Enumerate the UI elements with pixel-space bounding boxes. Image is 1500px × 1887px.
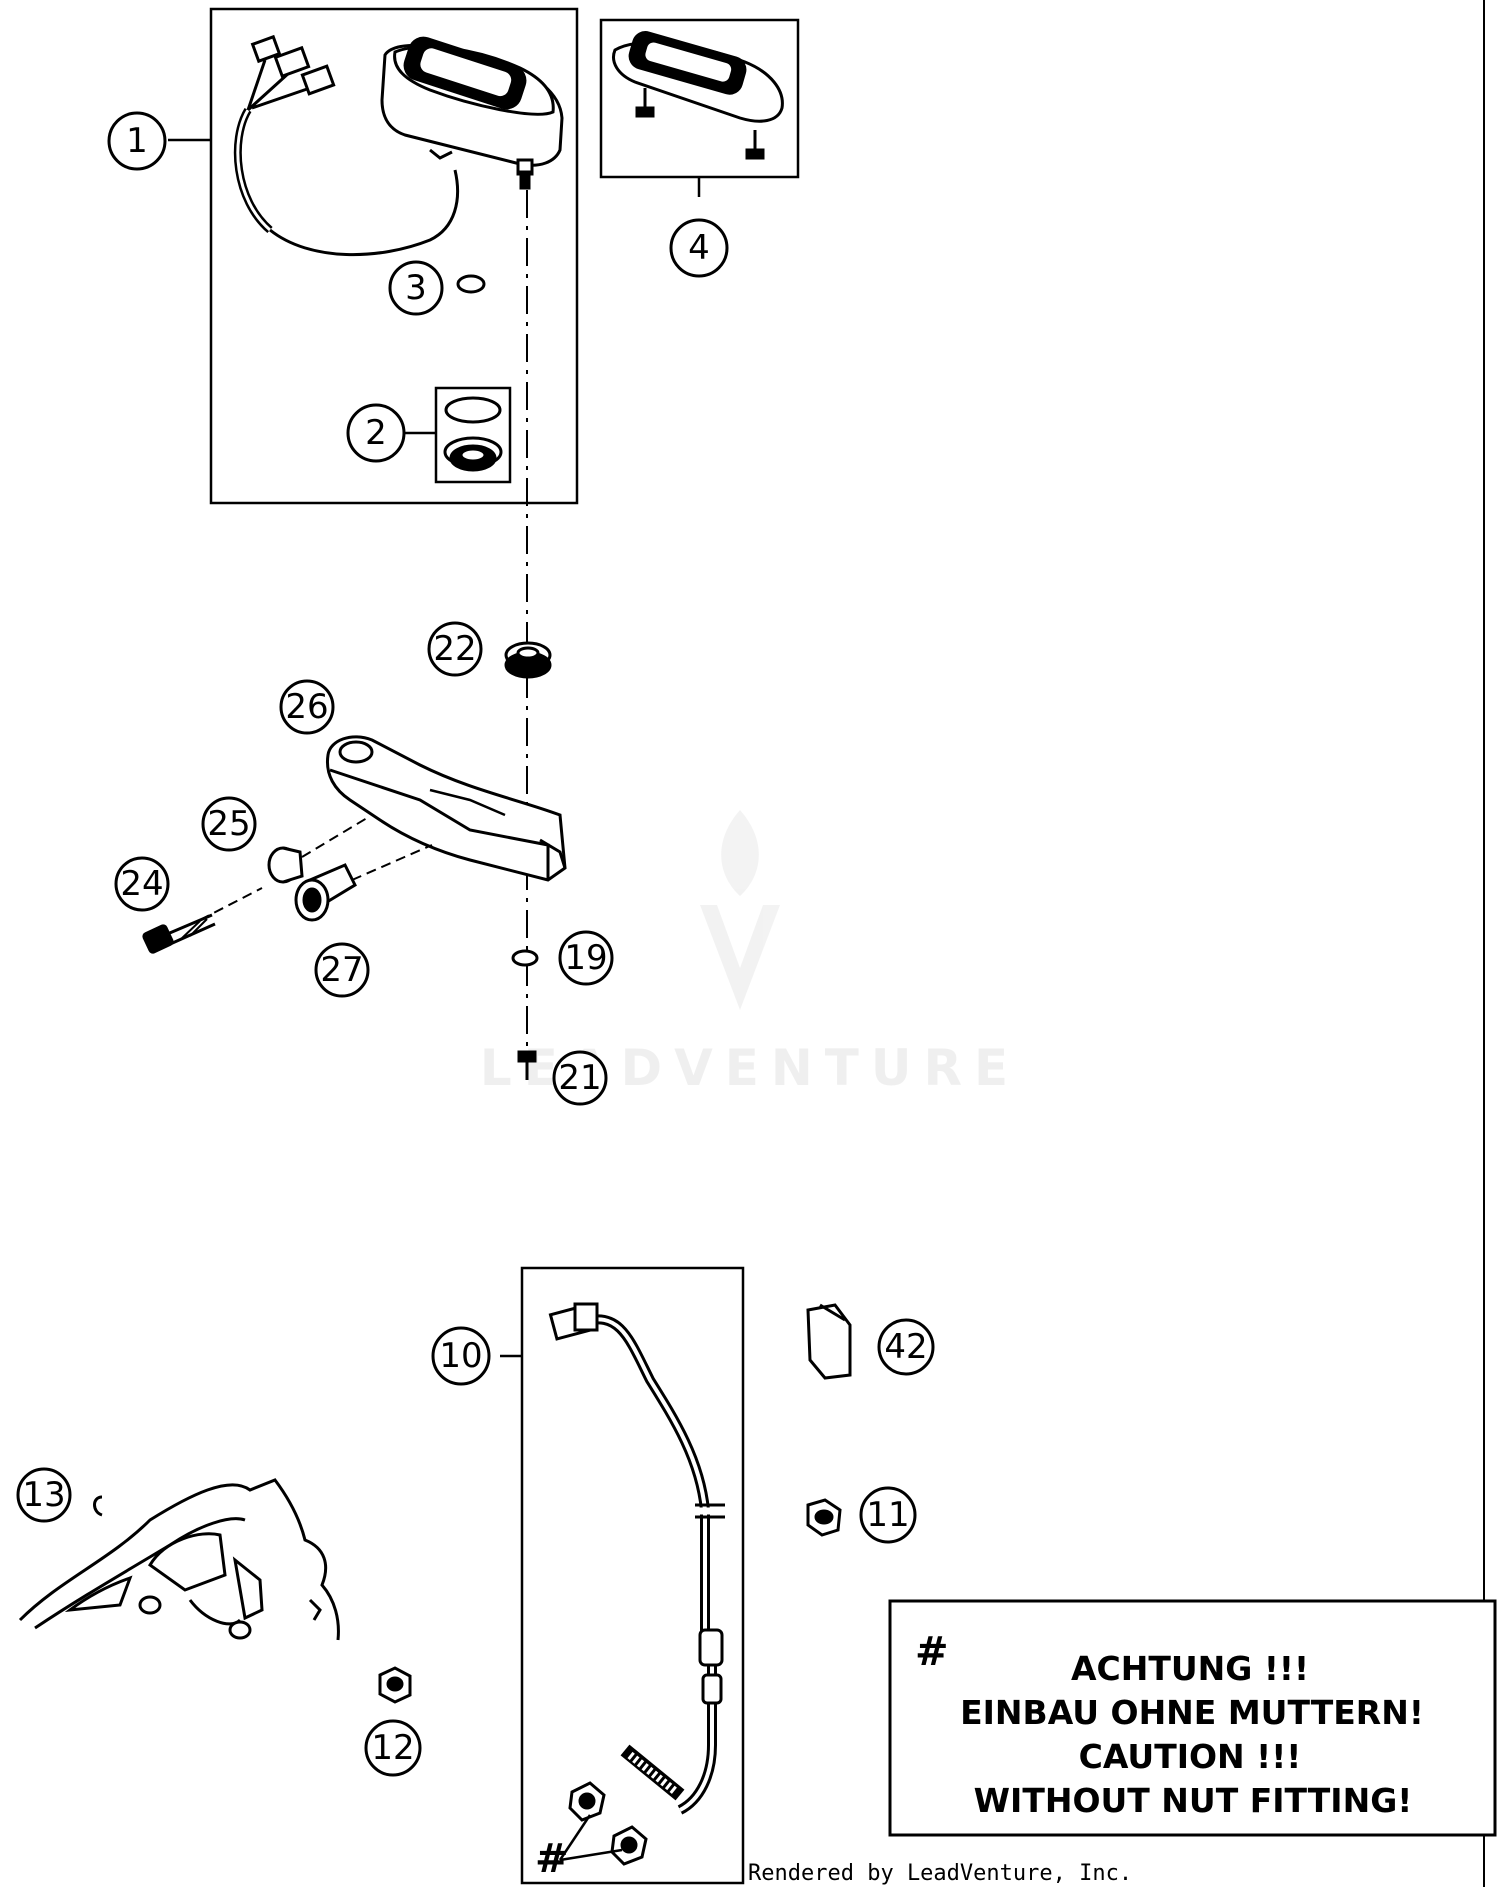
speed-sensor-cable <box>548 1302 727 1815</box>
callout-24: 24 <box>114 856 170 912</box>
svg-text:3: 3 <box>405 268 427 308</box>
svg-text:13: 13 <box>22 1475 65 1515</box>
part-2-o-ring <box>444 396 502 424</box>
part-2-box <box>434 386 512 484</box>
callout-10: 10 <box>431 1326 491 1386</box>
item-10-kit-box <box>520 1266 745 1885</box>
svg-text:27: 27 <box>320 950 363 990</box>
part-26-mounting-bracket <box>325 735 567 882</box>
callout-13: 13 <box>16 1467 72 1523</box>
render-credit: Rendered by LeadVenture, Inc. <box>748 1861 1132 1886</box>
note-hash-symbol: # <box>915 1629 949 1675</box>
svg-text:26: 26 <box>285 687 328 727</box>
svg-text:24: 24 <box>120 864 163 904</box>
part-24-leader <box>199 887 263 921</box>
part-13-brake-disc <box>18 1478 340 1641</box>
caution-note-box: # ACHTUNG !!! EINBAU OHNE MUTTERN! CAUTI… <box>888 1599 1497 1837</box>
part-24-bolt <box>142 913 216 954</box>
item-4-display <box>612 31 784 123</box>
part-42-clip <box>806 1303 852 1380</box>
callout-12: 12 <box>364 1719 422 1777</box>
note-line-1: ACHTUNG !!! <box>1071 1649 1309 1688</box>
svg-text:4: 4 <box>688 228 710 268</box>
callout-25: 25 <box>201 796 257 852</box>
callout-22: 22 <box>427 621 483 677</box>
part-21-screw <box>517 1050 537 1080</box>
svg-text:1: 1 <box>126 121 148 161</box>
note-line-2: EINBAU OHNE MUTTERN! <box>960 1693 1424 1732</box>
svg-text:21: 21 <box>558 1058 601 1098</box>
part-12-nut <box>378 1666 412 1704</box>
part-27-leader <box>351 844 433 881</box>
item-1-kit-box <box>209 7 579 505</box>
part-11-nut <box>806 1498 842 1537</box>
svg-text:25: 25 <box>207 804 250 844</box>
part-3-washer <box>456 274 486 294</box>
callout-1: 1 <box>107 111 167 171</box>
svg-text:10: 10 <box>439 1336 482 1376</box>
note-line-3: CAUTION !!! <box>1079 1737 1302 1776</box>
callout-3: 3 <box>388 260 444 316</box>
svg-text:22: 22 <box>433 629 476 669</box>
part-25-spacer <box>267 846 304 884</box>
svg-text:12: 12 <box>371 1728 414 1768</box>
note-line-4: WITHOUT NUT FITTING! <box>974 1781 1413 1820</box>
callout-27: 27 <box>314 942 370 998</box>
svg-text:2: 2 <box>365 413 387 453</box>
hash-leader-2 <box>559 1848 623 1862</box>
part-22-rubber-grommet <box>504 641 552 679</box>
svg-text:42: 42 <box>884 1327 927 1367</box>
callout-26: 26 <box>279 679 335 735</box>
wiring-harness <box>233 34 459 257</box>
callout-11: 11 <box>859 1486 917 1544</box>
hash-leader-1 <box>558 1814 592 1861</box>
callout-2: 2 <box>346 403 406 463</box>
part-27-bushing <box>294 863 357 922</box>
item-4-screws <box>635 88 765 160</box>
callout-4: 4 <box>669 218 729 278</box>
part-19-washer <box>511 949 539 967</box>
svg-text:19: 19 <box>564 938 607 978</box>
part-25-leader <box>301 817 368 858</box>
svg-text:11: 11 <box>866 1495 909 1535</box>
part-2-grommet <box>443 436 503 472</box>
callout-19: 19 <box>558 930 614 986</box>
callout-21: 21 <box>552 1050 608 1106</box>
speedometer-cluster <box>380 36 564 190</box>
callout-42: 42 <box>877 1318 935 1376</box>
